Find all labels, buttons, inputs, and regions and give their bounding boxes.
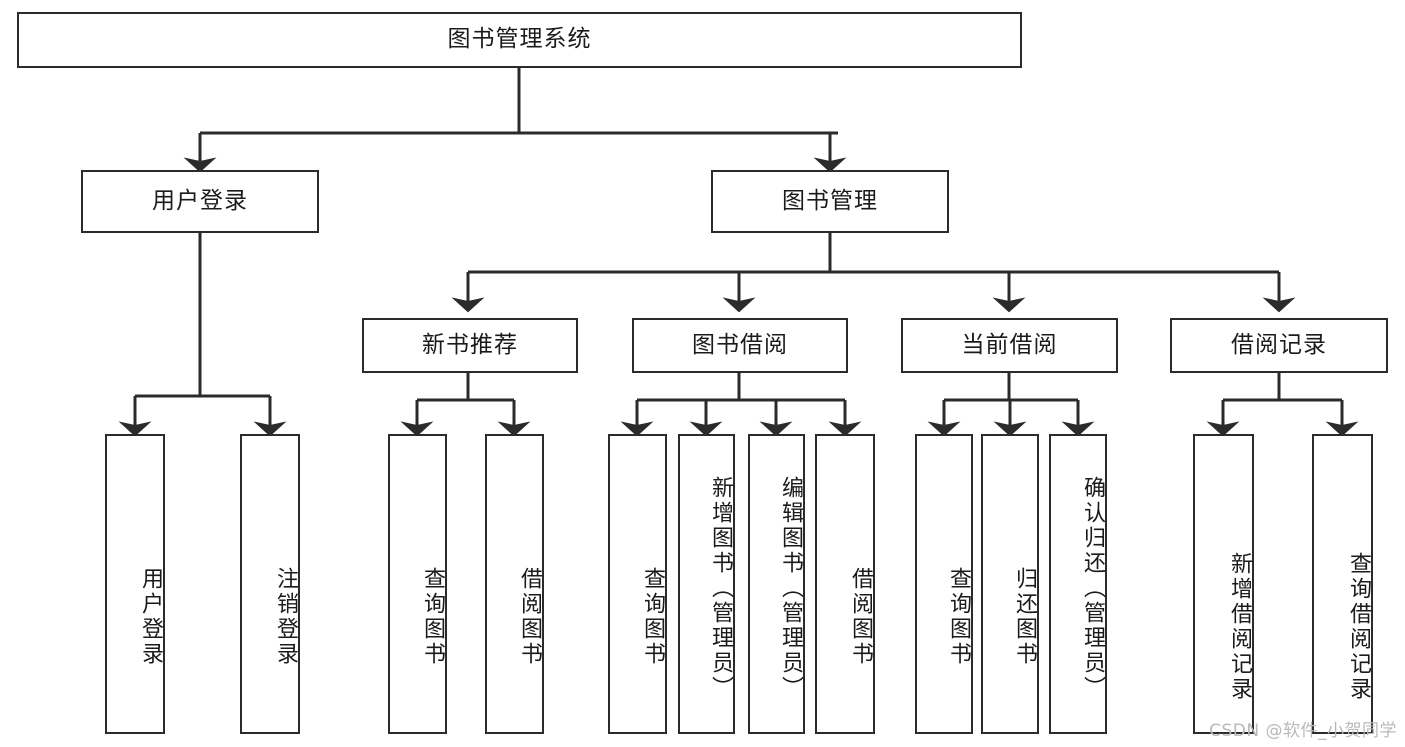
- leaf-borrow-book-newbook[interactable]: 借阅图书: [485, 434, 544, 734]
- leaf-add-book-admin[interactable]: 新增图书（管理员）: [678, 434, 735, 734]
- node-user-login[interactable]: 用户登录: [81, 170, 319, 233]
- leaf-query-borrow-record[interactable]: 查询借阅记录: [1312, 434, 1373, 734]
- node-label: 新增借阅记录: [1227, 552, 1252, 702]
- node-label: 注销登录: [273, 567, 298, 667]
- node-label: 当前借阅: [961, 331, 1058, 358]
- node-label: 查询图书: [420, 567, 445, 667]
- leaf-query-book-current[interactable]: 查询图书: [915, 434, 973, 734]
- node-label: 借阅记录: [1231, 331, 1327, 358]
- leaf-confirm-return-admin[interactable]: 确认归还（管理员）: [1049, 434, 1107, 734]
- leaf-query-book-newbook[interactable]: 查询图书: [388, 434, 447, 734]
- node-book-borrow[interactable]: 图书借阅: [632, 318, 848, 373]
- node-label: 确认归还（管理员）: [1080, 475, 1105, 701]
- node-label: 图书借阅: [692, 331, 788, 358]
- node-label: 新书推荐: [422, 331, 518, 358]
- node-label: 归还图书: [1012, 567, 1037, 667]
- node-new-book-recommendation[interactable]: 新书推荐: [362, 318, 578, 373]
- leaf-add-borrow-record[interactable]: 新增借阅记录: [1193, 434, 1254, 734]
- node-label: 图书管理: [782, 187, 878, 214]
- node-label: 编辑图书（管理员）: [778, 475, 803, 701]
- leaf-return-book[interactable]: 归还图书: [981, 434, 1039, 734]
- node-label: 查询图书: [640, 567, 665, 667]
- node-book-management[interactable]: 图书管理: [711, 170, 949, 233]
- watermark-text: CSDN @软件_小贺同学: [1209, 721, 1397, 741]
- node-label: 查询图书: [946, 567, 971, 667]
- node-label: 查询借阅记录: [1346, 552, 1371, 702]
- node-root-book-management-system[interactable]: 图书管理系统: [17, 12, 1022, 68]
- leaf-edit-book-admin[interactable]: 编辑图书（管理员）: [748, 434, 805, 734]
- node-label: 用户登录: [138, 567, 163, 667]
- node-label: 借阅图书: [517, 567, 542, 667]
- node-label: 用户登录: [152, 187, 248, 214]
- node-label: 借阅图书: [848, 567, 873, 667]
- leaf-user-login[interactable]: 用户登录: [105, 434, 165, 734]
- node-borrow-record[interactable]: 借阅记录: [1170, 318, 1388, 373]
- leaf-query-book-borrow[interactable]: 查询图书: [608, 434, 667, 734]
- node-current-borrow[interactable]: 当前借阅: [901, 318, 1118, 373]
- node-label: 新增图书（管理员）: [708, 475, 733, 701]
- leaf-logout[interactable]: 注销登录: [240, 434, 300, 734]
- leaf-borrow-book[interactable]: 借阅图书: [815, 434, 875, 734]
- node-label: 图书管理系统: [447, 26, 592, 53]
